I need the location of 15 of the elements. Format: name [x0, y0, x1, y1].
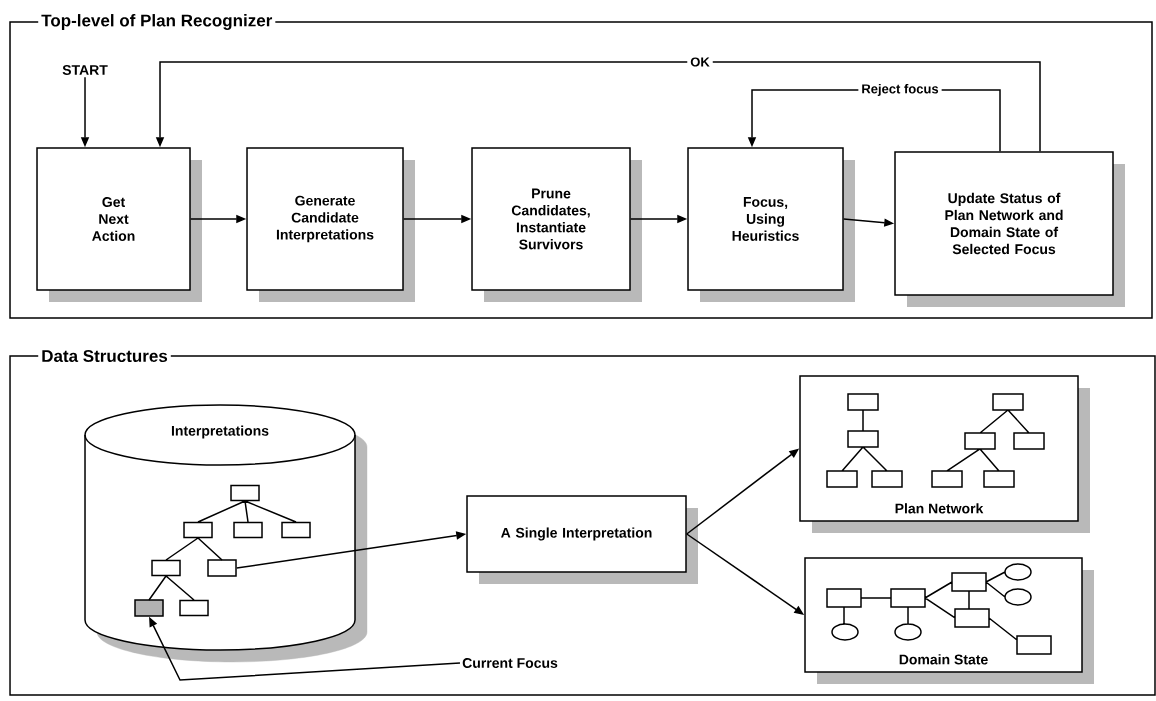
label-text: START	[62, 65, 108, 75]
tree-box	[207, 559, 237, 577]
label-text: Current Focus	[462, 658, 558, 668]
edge-label: OK	[687, 54, 713, 70]
process-box: Prune Candidates, Instantiate Survivors	[471, 147, 642, 302]
process-box: A Single Interpretation	[466, 495, 698, 584]
process-box: Generate Candidate Interpretations	[246, 147, 415, 302]
structure-box: Domain State	[804, 557, 1094, 684]
database-cylinder: Interpretations	[84, 404, 368, 663]
process-box: Focus, Using Heuristics	[687, 147, 855, 302]
structure-box: Plan Network	[799, 375, 1090, 533]
process-box: Get Next Action	[36, 147, 202, 302]
process-box: Update Status of Plan Network and Domain State of Selected Focus	[894, 151, 1125, 307]
tree-box	[134, 599, 164, 617]
edge-label: Reject focus	[858, 80, 942, 100]
